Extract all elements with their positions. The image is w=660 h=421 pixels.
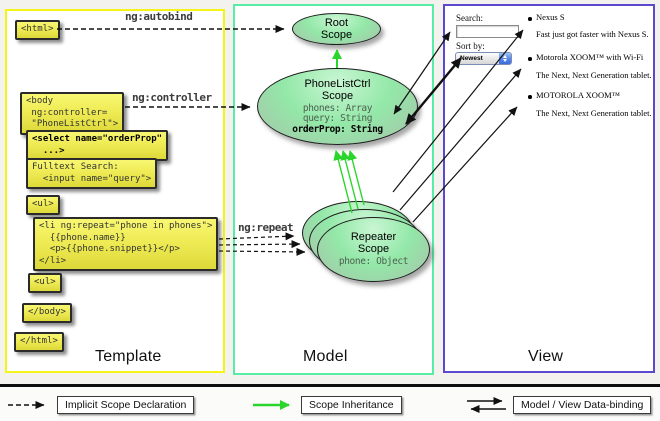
- phonelistctrl-scope-ellipse: PhoneListCtrl Scope phones: Array query:…: [257, 68, 418, 145]
- prop-phones: phones: Array: [302, 102, 373, 114]
- template-column-label: Template: [95, 348, 162, 365]
- sort-dropdown-value: Newest: [460, 55, 483, 62]
- sort-by-label: Sort by:: [456, 41, 485, 51]
- phone-item-desc: Fast just got faster with Nexus S.: [536, 29, 649, 39]
- code-ul-open: <ul>: [26, 195, 60, 215]
- phonelistctrl-scope-props: phones: Array query: String orderProp: S…: [292, 102, 383, 136]
- code-body-close: </body>: [22, 303, 72, 323]
- code-html-close: </html>: [14, 332, 64, 352]
- code-body-open: <body ng:controller= "PhoneListCtrl">: [20, 92, 125, 135]
- legend-implicit-scope: Implicit Scope Declaration: [57, 396, 195, 414]
- ng-controller-label: ng:controller: [132, 91, 212, 104]
- ng-autobind-label: ng:autobind: [125, 10, 193, 23]
- code-fulltext-search: Fulltext Search: <input name="query">: [26, 158, 158, 189]
- repeater-scope-ellipse-front: Repeater Scope phone: Object: [317, 217, 430, 282]
- legend-separator: [0, 384, 660, 387]
- code-select: <select name="orderProp" ...>: [26, 130, 169, 161]
- prop-query: query: String: [302, 113, 373, 125]
- view-column-label: View: [528, 348, 564, 365]
- legend-scope-inheritance: Scope Inheritance: [301, 396, 402, 414]
- legend-data-binding: Model / View Data-binding: [513, 396, 652, 414]
- code-ul-close: <ul>: [28, 273, 62, 293]
- prop-phone: phone: Object: [338, 256, 409, 268]
- phone-item-title: Motorola XOOM™ with Wi-Fi: [536, 52, 644, 62]
- model-column: [233, 4, 434, 375]
- root-scope-ellipse: Root Scope: [292, 13, 381, 45]
- bullet-icon: [528, 95, 532, 99]
- phonelistctrl-scope-title: PhoneListCtrl Scope: [304, 77, 371, 102]
- phone-item-desc: The Next, Next Generation tablet.: [536, 108, 652, 118]
- code-li-repeat: <li ng:repeat="phone in phones"> {{phone…: [33, 217, 219, 271]
- phone-item-title: MOTOROLA XOOM™: [536, 90, 620, 100]
- dropdown-arrows-icon: [499, 53, 511, 64]
- bullet-icon: [528, 17, 532, 21]
- sort-dropdown[interactable]: Newest: [455, 52, 512, 65]
- bullet-icon: [528, 57, 532, 61]
- repeater-scope-title: Repeater Scope: [350, 231, 397, 256]
- repeater-scope-props: phone: Object: [338, 256, 409, 268]
- root-scope-title: Root Scope: [320, 17, 353, 41]
- phone-item-desc: The Next, Next Generation tablet.: [536, 70, 652, 80]
- ng-repeat-label: ng:repeat: [238, 221, 294, 234]
- prop-orderprop: orderProp: String: [292, 123, 383, 135]
- model-column-label: Model: [303, 348, 348, 365]
- code-html-open: <html>: [15, 20, 60, 40]
- search-label: Search:: [456, 13, 483, 23]
- search-input[interactable]: [456, 25, 519, 38]
- phone-item-title: Nexus S: [536, 12, 565, 22]
